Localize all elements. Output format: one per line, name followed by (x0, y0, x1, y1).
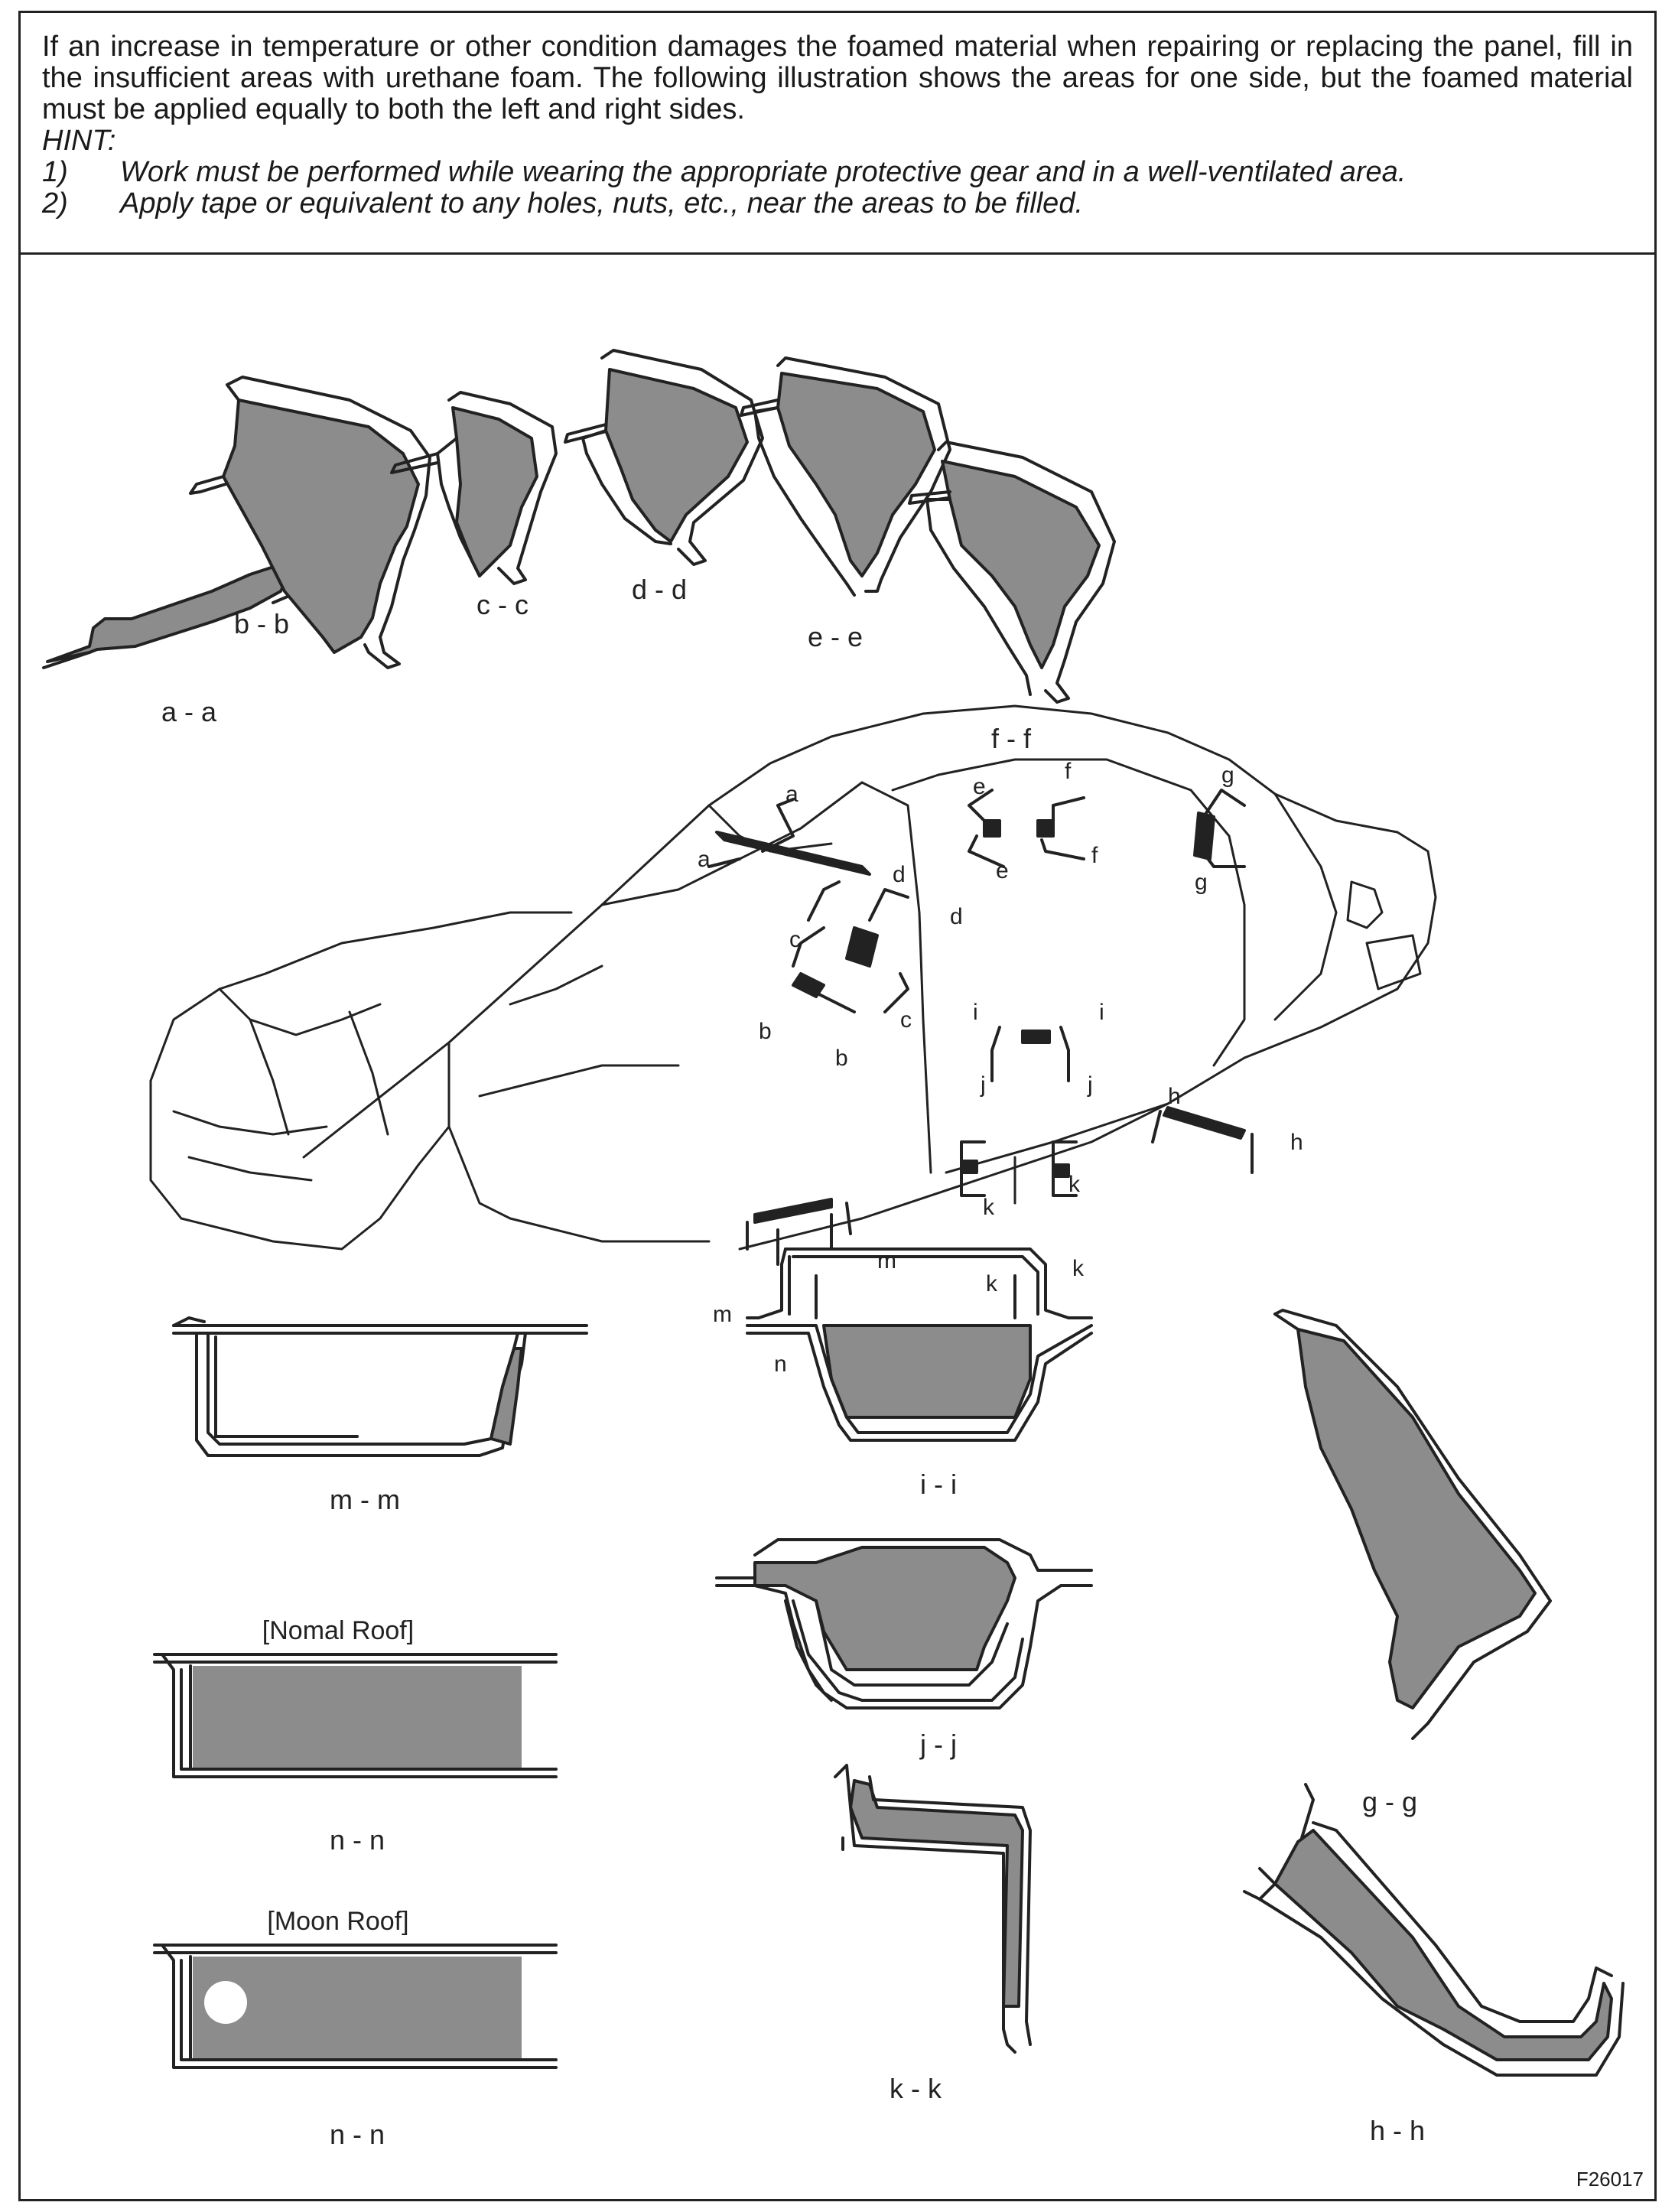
label-n-n-moon: n - n (330, 2119, 385, 2150)
marker-i-right: i (1099, 1000, 1104, 1025)
marker-e-top: e (973, 774, 986, 799)
marker-j-left: j (980, 1072, 986, 1098)
figure-id: F26017 (1576, 2168, 1644, 2191)
section-b-b: b - b (189, 376, 431, 669)
marker-f-top: f (1065, 759, 1072, 784)
section-i-i: i - i (746, 1248, 1093, 1500)
marker-a-top: a (785, 782, 798, 807)
section-g-g: g - g (1273, 1309, 1552, 1817)
marker-c-right: c (900, 1007, 912, 1033)
car-foam-markers (715, 812, 1246, 1224)
marker-k-left-bottom: k (986, 1271, 998, 1296)
section-e-e: e - e (740, 356, 951, 652)
marker-f-bottom: f (1091, 843, 1098, 868)
marker-j-right: j (1087, 1072, 1093, 1098)
car-section-letters: a a d d c c b b e e f f g g i i j j h h (698, 759, 1303, 1377)
label-b-b: b - b (234, 608, 289, 639)
roof-variant-normal: [Nomal Roof] (262, 1616, 414, 1645)
marker-b-left: b (759, 1019, 772, 1044)
label-m-m: m - m (330, 1484, 400, 1515)
section-f-f: f - f (908, 441, 1116, 754)
label-k-k: k - k (890, 2073, 942, 2104)
marker-d-right: d (950, 904, 963, 929)
hint-item: 1) Work must be performed while wearing … (42, 157, 1633, 188)
intro-text: If an increase in temperature or other c… (42, 31, 1633, 125)
marker-k-right-top: k (1068, 1172, 1081, 1197)
roof-variant-moon: [Moon Roof] (267, 1907, 408, 1936)
label-a-a: a - a (161, 696, 217, 727)
marker-d-top: d (893, 862, 906, 887)
label-c-c: c - c (476, 589, 529, 620)
page-frame: If an increase in temperature or other c… (18, 11, 1657, 2201)
label-n-n-normal: n - n (330, 1824, 385, 1856)
section-n-n-moon-roof: [Moon Roof] n - n (153, 1907, 558, 2150)
section-k-k: k - k (834, 1764, 1032, 2104)
section-n-n-normal-roof: [Nomal Roof] n - n (153, 1616, 558, 1856)
moon-roof-opening (204, 1981, 247, 2024)
hint-text: Work must be performed while wearing the… (120, 156, 1407, 188)
section-j-j: j - j (715, 1538, 1093, 1760)
hint-label: HINT: (42, 125, 116, 157)
hint-number: 1) (42, 156, 68, 188)
hint-item: 2) Apply tape or equivalent to any holes… (42, 188, 1633, 220)
marker-g-top: g (1221, 763, 1234, 788)
marker-n-left: n (774, 1352, 787, 1377)
marker-h-right: h (1290, 1130, 1303, 1155)
marker-c-left: c (789, 927, 801, 952)
label-i-i: i - i (920, 1469, 957, 1500)
instruction-box: If an increase in temperature or other c… (21, 13, 1654, 255)
foam-diagram: a - a b - b c - c (42, 349, 1625, 2150)
marker-a-left: a (698, 847, 711, 872)
marker-h-left: h (1168, 1084, 1181, 1109)
hint-number: 2) (42, 187, 68, 220)
diagram-area: a - a b - b c - c (21, 255, 1654, 2199)
label-e-e: e - e (808, 621, 863, 652)
section-m-m: m - m (172, 1316, 588, 1515)
section-c-c: c - c (390, 391, 558, 620)
marker-m-left: m (713, 1302, 732, 1327)
marker-k-left-top: k (983, 1195, 995, 1220)
car-section-arrows (707, 789, 1254, 1266)
section-h-h: h - h (1243, 1783, 1625, 2146)
marker-m-right: m (877, 1248, 896, 1274)
marker-e-bottom: e (996, 858, 1009, 883)
label-f-f: f - f (991, 723, 1032, 754)
marker-g-bottom: g (1195, 870, 1208, 895)
marker-i-left: i (973, 1000, 978, 1025)
marker-k-right-bottom: k (1072, 1256, 1085, 1281)
label-g-g: g - g (1362, 1786, 1417, 1817)
label-d-d: d - d (632, 574, 687, 605)
label-h-h: h - h (1370, 2115, 1425, 2146)
label-j-j: j - j (919, 1729, 957, 1760)
marker-b-bottom: b (835, 1046, 848, 1071)
hint-text: Apply tape or equivalent to any holes, n… (120, 187, 1084, 220)
section-d-d: d - d (564, 349, 764, 605)
